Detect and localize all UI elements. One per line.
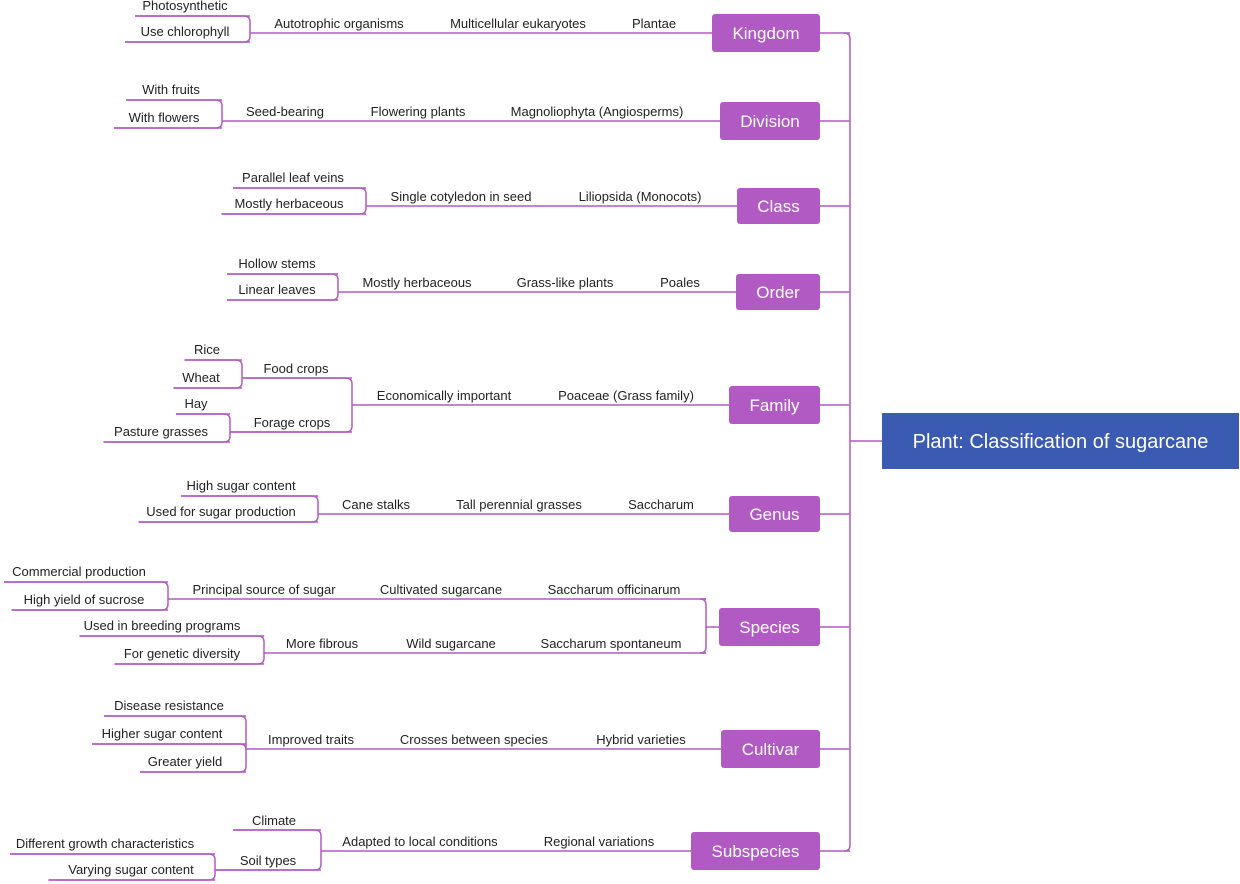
category-division-node[interactable] [720,102,820,140]
category-kingdom-node-autotrophic-organisms: Autotrophic organisms [274,16,404,31]
category-cultivar-leaf-higher-sugar-content: Higher sugar content [102,726,223,741]
category-order-label: Order [756,283,800,302]
category-cultivar-leaf-greater-yield: Greater yield [148,754,222,769]
category-family-leaf-rice: Rice [194,342,220,357]
category-kingdom-leaf-photosynthetic: Photosynthetic [142,0,228,13]
category-division-node-flowering-plants: Flowering plants [371,104,466,119]
category-family-node-economically-important: Economically important [377,388,512,403]
category-subspecies-node-regional-variations: Regional variations [544,834,655,849]
category-species-label: Species [739,618,799,637]
category-cultivar-label: Cultivar [742,740,800,759]
category-species-node-saccharum-spontaneum: Saccharum spontaneum [541,636,682,651]
category-cultivar-node-improved-traits: Improved traits [268,732,354,747]
category-species-node-principal-source-of-sugar: Principal source of sugar [192,582,336,597]
category-genus-node[interactable] [729,496,820,532]
category-species-node-more-fibrous: More fibrous [286,636,359,651]
category-species-node-saccharum-officinarum: Saccharum officinarum [548,582,681,597]
category-kingdom-node[interactable] [712,14,820,52]
category-cultivar-node-hybrid-varieties: Hybrid varieties [596,732,686,747]
category-order-leaf-linear-leaves: Linear leaves [238,282,316,297]
category-species-leaf-for-genetic-diversity: For genetic diversity [124,646,241,661]
category-subspecies-group-soil-types: Soil types [240,853,297,868]
category-genus-node-cane-stalks: Cane stalks [342,497,410,512]
category-genus-leaf-used-for-sugar-production: Used for sugar production [146,504,296,519]
category-species-node-wild-sugarcane: Wild sugarcane [406,636,496,651]
category-kingdom-node-plantae: Plantae [632,16,676,31]
category-order-node[interactable] [736,274,820,310]
category-order-node-grass-like-plants: Grass-like plants [517,275,614,290]
category-subspecies-node[interactable] [691,832,820,870]
category-order-leaf-hollow-stems: Hollow stems [238,256,316,271]
category-family-node[interactable] [729,386,820,424]
category-genus-node-tall-perennial-grasses: Tall perennial grasses [456,497,582,512]
category-class-leaf-mostly-herbaceous: Mostly herbaceous [234,196,344,211]
category-species-leaf-commercial-production: Commercial production [12,564,146,579]
category-species-leaf-used-in-breeding-programs: Used in breeding programs [84,618,241,633]
category-family-group-forage-crops: Forage crops [254,415,331,430]
root-title: Plant: Classification of sugarcane [913,431,1209,453]
category-family-group-food-crops: Food crops [263,361,329,376]
category-order-node-mostly-herbaceous: Mostly herbaceous [362,275,472,290]
category-class-node-single-cotyledon-in-seed: Single cotyledon in seed [391,189,532,204]
category-genus-node-saccharum: Saccharum [628,497,694,512]
category-genus-label: Genus [749,505,799,524]
category-cultivar-node[interactable] [721,730,820,768]
category-family-node-poaceae-grass-family: Poaceae (Grass family) [558,388,694,403]
category-family-label: Family [749,396,800,415]
category-species-node-cultivated-sugarcane: Cultivated sugarcane [380,582,502,597]
category-subspecies-label: Subspecies [712,842,800,861]
category-cultivar-node-crosses-between-species: Crosses between species [400,732,549,747]
category-kingdom-leaf-use-chlorophyll: Use chlorophyll [141,24,230,39]
category-species-node[interactable] [719,608,820,646]
category-kingdom-label: Kingdom [732,24,799,43]
category-subspecies-leaf-different-growth-characteristics: Different growth characteristics [16,836,195,851]
category-subspecies-leaf-varying-sugar-content: Varying sugar content [68,862,194,877]
category-kingdom-node-multicellular-eukaryotes: Multicellular eukaryotes [450,16,586,31]
category-division-node-magnoliophyta-angiosperms: Magnoliophyta (Angiosperms) [511,104,684,119]
category-family-leaf-wheat: Wheat [182,370,220,385]
category-class-leaf-parallel-leaf-veins: Parallel leaf veins [242,170,344,185]
category-class-label: Class [757,197,800,216]
category-division-node-seed-bearing: Seed-bearing [246,104,324,119]
category-subspecies-group-climate: Climate [252,813,296,828]
category-subspecies-node-adapted-to-local-conditions: Adapted to local conditions [342,834,498,849]
category-class-node[interactable] [737,188,820,224]
category-genus-leaf-high-sugar-content: High sugar content [186,478,296,493]
category-division-leaf-with-flowers: With flowers [129,110,200,125]
category-order-node-poales: Poales [660,275,700,290]
category-family-leaf-pasture-grasses: Pasture grasses [114,424,208,439]
category-division-label: Division [740,112,800,131]
category-class-node-liliopsida-monocots: Liliopsida (Monocots) [579,189,702,204]
category-family-leaf-hay: Hay [184,396,208,411]
root-node[interactable] [882,413,1239,469]
category-division-leaf-with-fruits: With fruits [142,82,200,97]
category-species-leaf-high-yield-of-sucrose: High yield of sucrose [24,592,145,607]
category-cultivar-leaf-disease-resistance: Disease resistance [114,698,224,713]
